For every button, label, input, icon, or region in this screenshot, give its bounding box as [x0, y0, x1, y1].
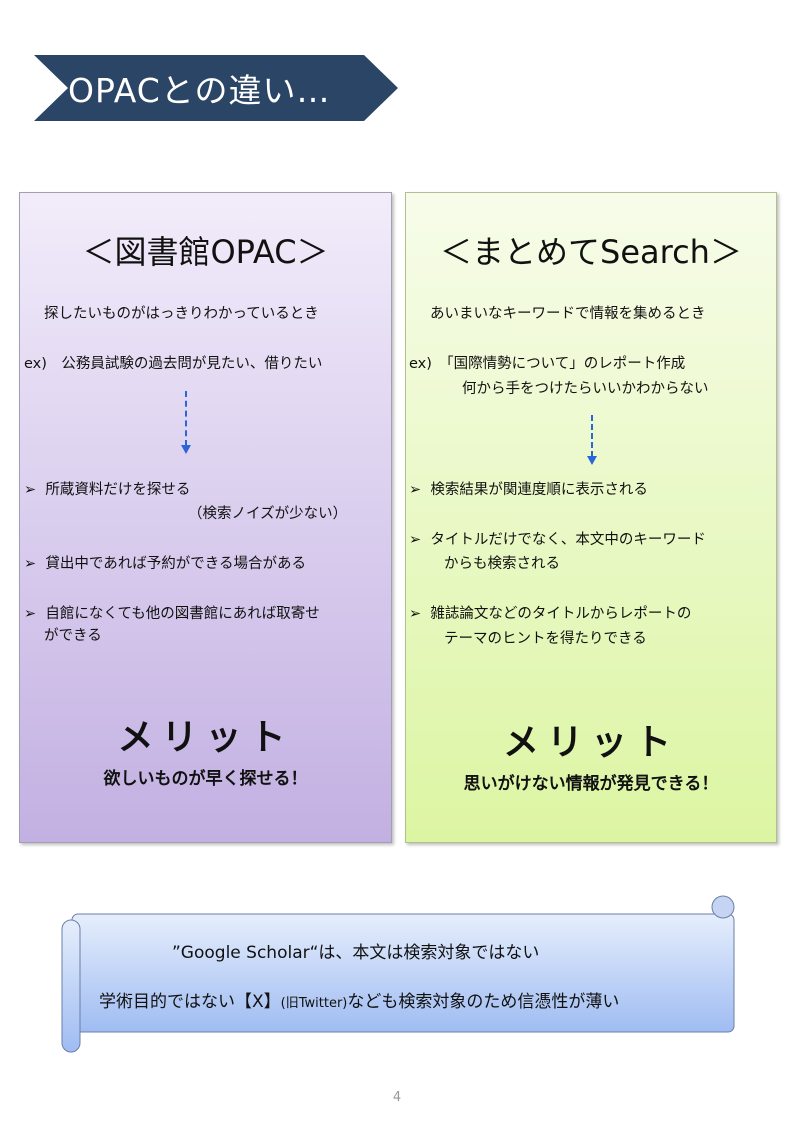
- merit-heading: メリット: [117, 717, 294, 758]
- merit-heading: メリット: [502, 722, 679, 763]
- point: 自館になくても他の図書館にあれば取寄せ: [45, 606, 320, 622]
- down-arrow-icon: [587, 415, 597, 465]
- note-text: 学術目的ではない【X】: [99, 992, 281, 1012]
- point: タイトルだけでなく、本文中のキーワード: [430, 532, 706, 548]
- bullet-icon: ➢: [24, 606, 37, 622]
- use-case: あいまいなキーワードで情報を集めるとき: [430, 306, 706, 322]
- page-number: 4: [392, 1090, 402, 1105]
- note-text: なども検索対象のため信憑性が薄い: [347, 992, 620, 1012]
- point-cont: からも検索される: [444, 556, 560, 572]
- note-line-2: 学術目的ではない【X】(旧Twitter)なども検索対象のため信憑性が薄い: [99, 987, 619, 1012]
- scroll-note-shape: [61, 895, 735, 1053]
- point: 貸出中であれば予約ができる場合がある: [45, 556, 306, 572]
- bullet-icon: ➢: [409, 532, 422, 548]
- bullet-icon: ➢: [409, 606, 422, 622]
- merit-summary: 思いがけない情報が発見できる！: [463, 774, 719, 794]
- point: 雑誌論文などのタイトルからレポートの: [430, 606, 692, 622]
- panel-heading: ＜図書館OPAC＞: [82, 233, 329, 271]
- use-case: 探したいものがはっきりわかっているとき: [44, 306, 319, 322]
- page-title: OPACとの違い…: [68, 71, 331, 110]
- point-cont: ができる: [44, 628, 102, 644]
- note-line-1: ”Google Scholar“は、本文は検索対象ではない: [172, 943, 540, 963]
- note-text: (旧Twitter): [280, 996, 348, 1011]
- example: ex) 公務員試験の過去問が見たい、借りたい: [24, 356, 323, 372]
- bullet-icon: ➢: [24, 556, 37, 572]
- point-cont: （検索ノイズが少ない）: [188, 506, 348, 522]
- point: 検索結果が関連度順に表示される: [430, 482, 648, 498]
- matomete-search-panel: ＜まとめてSearch＞ あいまいなキーワードで情報を集めるとき ex) 「国際…: [405, 192, 777, 843]
- merit-summary: 欲しいものが早く探せる！: [103, 769, 308, 789]
- bullet-icon: ➢: [409, 482, 422, 498]
- opac-panel: ＜図書館OPAC＞ 探したいものがはっきりわかっているとき ex) 公務員試験の…: [19, 192, 392, 843]
- down-arrow-icon: [181, 391, 191, 454]
- example-cont: 何から手をつけたらいいかわからない: [462, 381, 709, 397]
- title-banner: [34, 55, 398, 121]
- point: 所蔵資料だけを探せる: [45, 482, 191, 498]
- bullet-icon: ➢: [24, 482, 37, 498]
- point-cont: テーマのヒントを得たりできる: [444, 631, 647, 647]
- panel-heading: ＜まとめてSearch＞: [440, 233, 742, 271]
- example: ex) 「国際情勢について」のレポート作成: [409, 356, 686, 372]
